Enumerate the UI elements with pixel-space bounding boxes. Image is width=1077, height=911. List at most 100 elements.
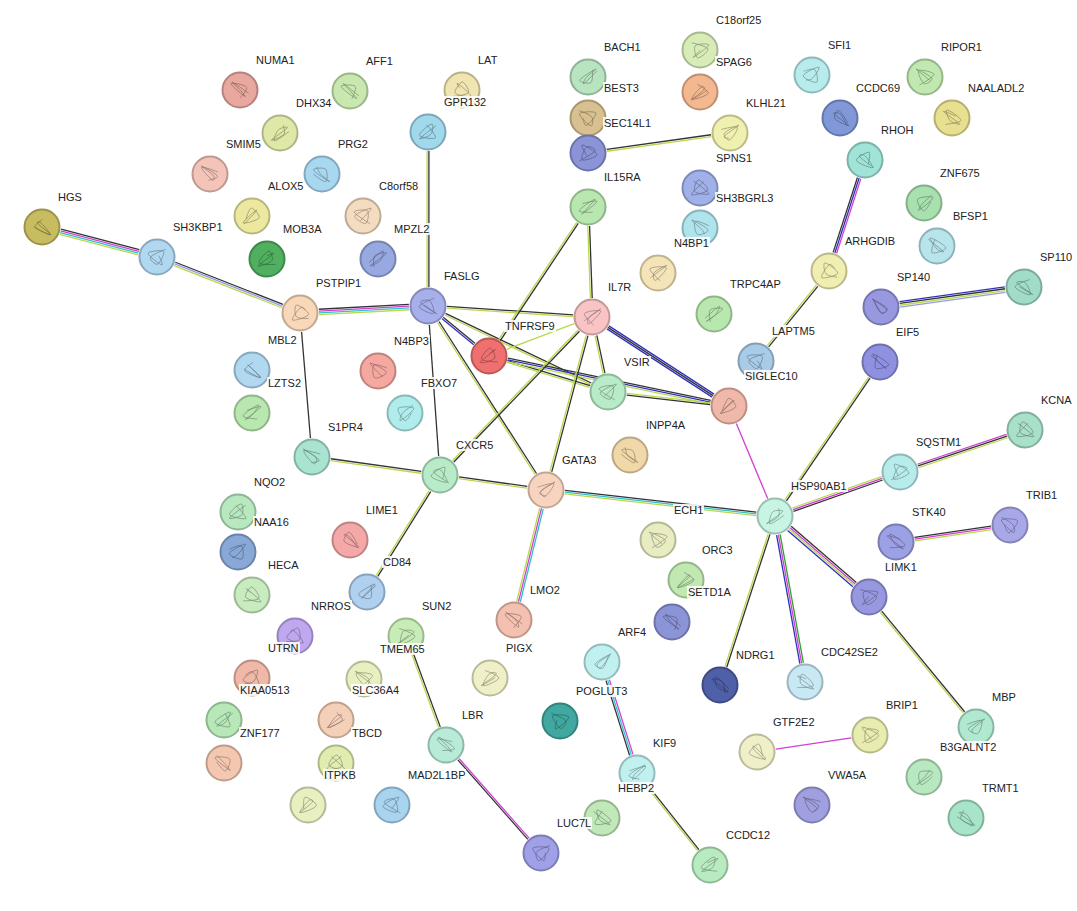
protein-label: MBP [991, 691, 1017, 703]
node-circle [1005, 268, 1043, 306]
protein-node: S1PR4 [293, 438, 331, 476]
evidence-stroke [565, 494, 756, 516]
protein-node: BEST3 [569, 99, 607, 137]
interaction-edge [776, 738, 851, 749]
node-circle [138, 238, 176, 276]
protein-label: ZNF675 [939, 167, 981, 179]
evidence-stroke [627, 393, 710, 403]
evidence-stroke [437, 322, 534, 474]
protein-label: ORC3 [701, 544, 734, 556]
node-circle [1006, 411, 1044, 449]
protein-node: MOB3A [248, 240, 286, 278]
protein-node: NQO2 [219, 493, 257, 531]
node-circle [409, 287, 447, 325]
protein-label: CD84 [382, 556, 412, 568]
node-circle [583, 643, 621, 681]
interaction-edge [499, 222, 578, 340]
protein-node: NUMA1 [221, 71, 259, 109]
node-circle [191, 155, 229, 193]
interaction-edge [880, 611, 964, 713]
evidence-stroke [413, 654, 440, 727]
protein-node: NDRG1 [701, 666, 739, 704]
node-circle [331, 521, 369, 559]
protein-node: GTF2E2 [738, 733, 776, 771]
protein-node: ARHGDIB [810, 252, 848, 290]
evidence-stroke [442, 319, 474, 345]
protein-label: BFSP1 [952, 210, 989, 222]
evidence-stroke [428, 151, 429, 287]
protein-label: GPR132 [443, 96, 487, 108]
node-circle [786, 663, 824, 701]
protein-node: SFI1 [793, 56, 831, 94]
protein-label: BRIP1 [885, 699, 919, 711]
protein-label: SFI1 [827, 39, 852, 51]
protein-label: NQO2 [253, 476, 286, 488]
node-circle [470, 337, 508, 375]
evidence-stroke [60, 233, 138, 253]
protein-label: NRROS [310, 600, 352, 612]
protein-label: HSP90AB1 [790, 480, 848, 492]
node-circle [522, 834, 560, 872]
interaction-edge [458, 759, 529, 840]
evidence-stroke [736, 424, 767, 499]
evidence-stroke [650, 787, 699, 849]
protein-label: LIME1 [365, 504, 399, 516]
interaction-edge [627, 393, 710, 404]
evidence-stroke [459, 759, 529, 838]
evidence-stroke [780, 534, 803, 663]
node-circle [233, 351, 271, 389]
protein-node: SPAG6 [681, 73, 719, 111]
protein-label: PIGX [505, 642, 533, 654]
interaction-edge [459, 477, 528, 488]
protein-label: NUMA1 [255, 54, 296, 66]
protein-label: BEST3 [603, 82, 640, 94]
protein-node: SEC14L1 [569, 134, 607, 172]
node-circle [589, 373, 627, 411]
evidence-stroke [915, 528, 991, 539]
evidence-stroke [61, 231, 139, 251]
protein-node: LZTS2 [233, 394, 271, 432]
protein-node: VSIR [589, 373, 627, 411]
protein-node: FBXO7 [386, 394, 424, 432]
protein-label: NAA16 [253, 516, 290, 528]
protein-label: LUC7L [556, 817, 592, 829]
evidence-stroke [565, 490, 756, 512]
protein-label: C18orf25 [715, 14, 762, 26]
node-circle [359, 352, 397, 390]
evidence-stroke [791, 526, 856, 582]
node-circle [947, 799, 985, 837]
node-circle [386, 394, 424, 432]
evidence-stroke [426, 151, 427, 287]
protein-node: BRIP1 [851, 716, 889, 754]
node-circle [821, 99, 859, 137]
protein-label: IL7R [607, 281, 632, 293]
evidence-stroke [61, 229, 139, 249]
protein-label: INPP4A [645, 419, 686, 431]
protein-node: STK40 [877, 523, 915, 561]
evidence-stroke [788, 530, 853, 586]
protein-node: CXCR5 [421, 456, 459, 494]
evidence-stroke [786, 378, 870, 501]
node-circle [905, 184, 943, 222]
evidence-stroke [597, 335, 605, 373]
node-circle [738, 733, 776, 771]
evidence-stroke [790, 528, 855, 584]
node-circle [846, 141, 884, 179]
node-circle [850, 578, 888, 616]
evidence-stroke [458, 760, 528, 839]
evidence-stroke [607, 137, 711, 152]
node-circle [427, 726, 465, 764]
protein-label: B3GALNT2 [939, 741, 997, 753]
node-circle [710, 387, 748, 425]
protein-label: LBR [461, 709, 484, 721]
protein-label: EIF5 [895, 326, 920, 338]
protein-label: VSIR [623, 356, 651, 368]
evidence-stroke [500, 223, 578, 340]
evidence-stroke [595, 336, 603, 374]
interaction-edge [453, 330, 580, 462]
protein-node: LMO2 [495, 601, 533, 639]
protein-node: DHX34 [261, 114, 299, 152]
protein-label: N4BP3 [393, 335, 430, 347]
protein-node: CDC42SE2 [786, 663, 824, 701]
node-circle [348, 573, 386, 611]
